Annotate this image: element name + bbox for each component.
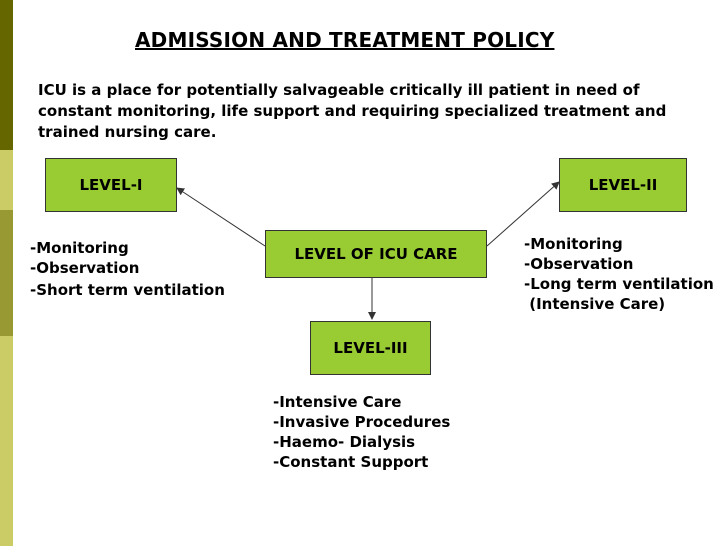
center-label: LEVEL OF ICU CARE [294, 245, 458, 263]
center-box: LEVEL OF ICU CARE [265, 230, 487, 278]
sidebar-band-light [0, 150, 13, 210]
sidebar-band-light-bottom [0, 336, 13, 546]
list-item: -Invasive Procedures [273, 413, 451, 431]
intro-line-3: trained nursing care. [38, 123, 217, 141]
intro-line-2: constant monitoring, life support and re… [38, 102, 667, 120]
intro-line-1: ICU is a place for potentially salvageab… [38, 81, 640, 99]
arrow-to-level1 [176, 187, 266, 247]
level1-label: LEVEL-I [79, 176, 143, 194]
level2-box: LEVEL-II [559, 158, 687, 212]
list-item: (Intensive Care) [524, 295, 666, 313]
level1-list: -Monitoring -Observation -Short term ven… [30, 238, 225, 300]
page-title: ADMISSION AND TREATMENT POLICY [135, 28, 555, 52]
decorative-sidebar [0, 0, 13, 546]
list-item: -Constant Support [273, 453, 429, 471]
arrow-to-level2 [486, 181, 560, 247]
level2-label: LEVEL-II [588, 176, 658, 194]
level3-box: LEVEL-III [310, 321, 431, 375]
level3-label: LEVEL-III [333, 339, 408, 357]
sidebar-band-mid [0, 210, 13, 336]
list-item: -Intensive Care [273, 393, 402, 411]
level1-box: LEVEL-I [45, 158, 177, 212]
level2-list: -Monitoring -Observation -Long term vent… [524, 234, 714, 314]
list-item: -Haemo- Dialysis [273, 433, 416, 451]
list-item: -Long term ventilation [524, 275, 714, 293]
sidebar-band-dark [0, 0, 13, 150]
intro-paragraph: ICU is a place for potentially salvageab… [38, 80, 718, 143]
list-item: -Monitoring [524, 235, 623, 253]
level3-list: -Intensive Care -Invasive Procedures -Ha… [273, 392, 450, 472]
list-item: -Monitoring [30, 239, 129, 257]
list-item: -Observation [30, 259, 140, 277]
list-item: -Short term ventilation [30, 281, 225, 299]
list-item: -Observation [524, 255, 634, 273]
